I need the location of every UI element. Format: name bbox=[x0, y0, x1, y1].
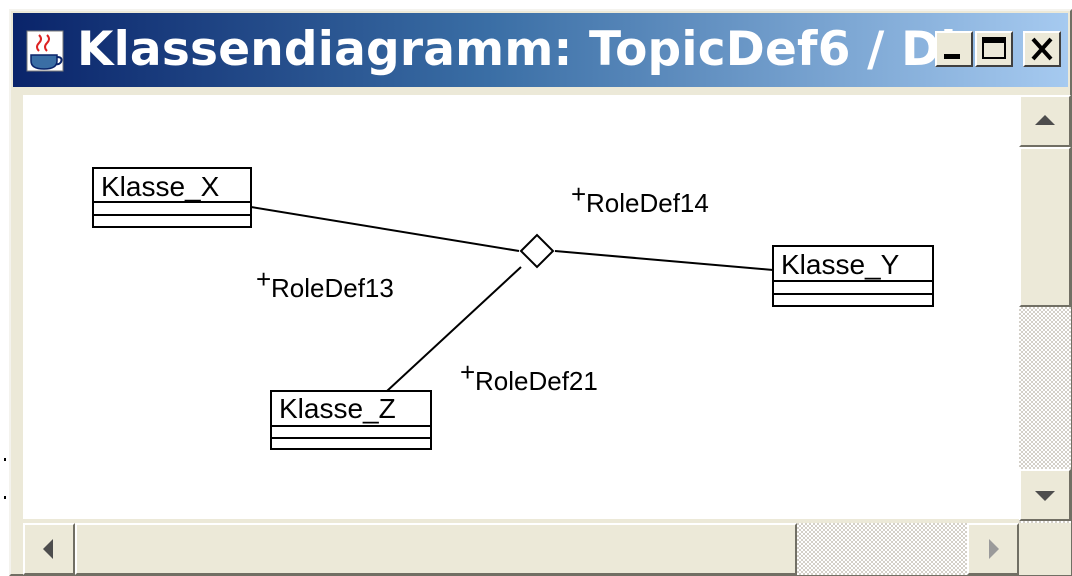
edge-artifact bbox=[4, 458, 6, 461]
role-label-roledef14[interactable]: + RoleDef14 bbox=[571, 179, 709, 218]
maximize-icon bbox=[982, 37, 1006, 59]
title-bar[interactable]: Klassendiagramm: TopicDef6 / Di... bbox=[13, 13, 1068, 87]
class-name: Klasse_Z bbox=[279, 393, 396, 424]
role-name: RoleDef21 bbox=[475, 366, 598, 396]
vertical-scroll-thumb[interactable] bbox=[1019, 147, 1071, 307]
edge-artifact bbox=[4, 496, 6, 499]
vertical-scrollbar[interactable] bbox=[1019, 95, 1071, 523]
scroll-up-button[interactable] bbox=[1019, 95, 1071, 147]
role-label-roledef21[interactable]: + RoleDef21 bbox=[460, 357, 598, 396]
association-line-z[interactable] bbox=[386, 266, 522, 392]
close-button[interactable] bbox=[1023, 31, 1061, 67]
role-name: RoleDef14 bbox=[586, 188, 709, 218]
maximize-button[interactable] bbox=[975, 31, 1013, 67]
arrow-up-icon bbox=[1035, 115, 1055, 125]
class-box-klasse-z[interactable]: Klasse_Z bbox=[270, 390, 432, 450]
role-label-roledef13[interactable]: + RoleDef13 bbox=[256, 264, 394, 303]
diagram-window: Klassendiagramm: TopicDef6 / Di... bbox=[9, 9, 1072, 576]
role-visibility: + bbox=[256, 264, 271, 294]
scroll-left-button[interactable] bbox=[23, 523, 75, 575]
role-name: RoleDef13 bbox=[271, 273, 394, 303]
scroll-down-button[interactable] bbox=[1019, 469, 1071, 521]
class-box-klasse-y[interactable]: Klasse_Y bbox=[772, 245, 934, 307]
scroll-right-button[interactable] bbox=[967, 523, 1019, 575]
arrow-right-icon bbox=[989, 539, 999, 559]
class-name: Klasse_Y bbox=[781, 249, 900, 280]
class-name: Klasse_X bbox=[101, 171, 220, 202]
association-line-y[interactable] bbox=[554, 250, 774, 271]
close-icon bbox=[1031, 37, 1053, 61]
association-diamond[interactable] bbox=[519, 233, 555, 269]
scrollbar-corner bbox=[1019, 523, 1071, 575]
minimize-icon bbox=[944, 54, 960, 59]
horizontal-scrollbar[interactable] bbox=[23, 523, 1019, 575]
horizontal-scroll-thumb[interactable] bbox=[75, 523, 797, 575]
role-visibility: + bbox=[571, 179, 586, 209]
window-title: Klassendiagramm: TopicDef6 / Di... bbox=[77, 22, 1011, 77]
minimize-button[interactable] bbox=[935, 31, 973, 67]
arrow-left-icon bbox=[43, 539, 53, 559]
class-box-klasse-x[interactable]: Klasse_X bbox=[92, 167, 252, 228]
arrow-down-icon bbox=[1035, 491, 1055, 501]
association-line-x[interactable] bbox=[250, 206, 520, 252]
java-cup-icon[interactable] bbox=[25, 29, 65, 73]
role-visibility: + bbox=[460, 357, 475, 387]
diagram-canvas[interactable]: Klasse_X Klasse_Y Klasse_Z + RoleDef14 bbox=[23, 95, 1019, 519]
